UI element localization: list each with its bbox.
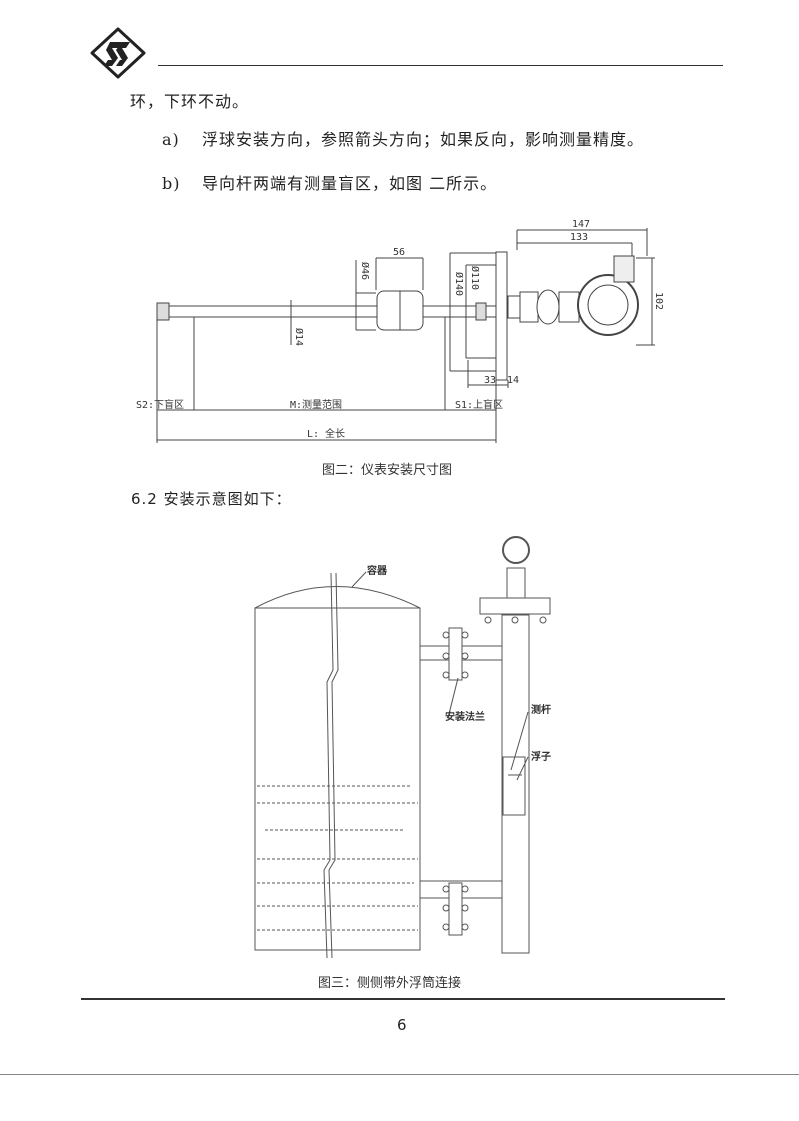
list-marker: b) bbox=[162, 174, 181, 193]
dim-133: 133 bbox=[570, 232, 588, 243]
flange bbox=[495, 251, 508, 381]
footer-rule bbox=[81, 998, 725, 1000]
dim-d140: Ø140 bbox=[453, 272, 465, 296]
dim-33: 33 bbox=[484, 375, 496, 386]
dim-d110: Ø110 bbox=[469, 266, 481, 290]
list-text: 导向杆两端有测量盲区，如图 二所示。 bbox=[202, 174, 498, 193]
installation-schematic: 容器 安装法兰 测杆 浮子 bbox=[254, 536, 551, 959]
company-logo bbox=[88, 26, 148, 80]
dim-102: 102 bbox=[653, 292, 664, 310]
upper-ring bbox=[475, 302, 487, 321]
guide-rod bbox=[161, 305, 497, 318]
label-measuring-rod: 测杆 bbox=[531, 703, 551, 716]
upper-flange bbox=[448, 627, 463, 681]
list-item-b: b) 导向杆两端有测量盲区，如图 二所示。 bbox=[162, 170, 497, 194]
dim-56: 56 bbox=[393, 247, 405, 258]
dim-147: 147 bbox=[572, 219, 590, 230]
list-marker: a) bbox=[162, 130, 180, 149]
label-float: 浮子 bbox=[531, 750, 551, 763]
figure3-caption: 图三：侧侧带外浮筒连接 bbox=[318, 976, 462, 991]
page-number: 6 bbox=[397, 1016, 407, 1034]
label-upper-blind-zone: S1:上盲区 bbox=[455, 398, 503, 411]
label-vessel: 容器 bbox=[366, 564, 388, 577]
list-item-a: a) 浮球安装方向，参照箭头方向；如果反向，影响测量精度。 bbox=[162, 126, 644, 150]
header-rule bbox=[158, 65, 723, 66]
dim-d46: Ø46 bbox=[359, 262, 371, 280]
transmitter-housing bbox=[577, 274, 639, 336]
end-ring bbox=[156, 302, 170, 321]
float bbox=[502, 756, 526, 816]
figure2-caption: 图二：仪表安装尺寸图 bbox=[322, 463, 453, 478]
dim-14: 14 bbox=[507, 375, 519, 386]
lower-flange bbox=[448, 882, 463, 936]
list-text: 浮球安装方向，参照箭头方向；如果反向，影响测量精度。 bbox=[202, 130, 645, 149]
section-heading: 6.2 安装示意图如下： bbox=[131, 490, 292, 508]
dim-d14: Ø14 bbox=[293, 328, 305, 346]
label-total-length: L: 全长 bbox=[307, 427, 345, 440]
vessel-dome bbox=[254, 586, 421, 609]
label-measuring-range: M:测量范围 bbox=[290, 398, 342, 411]
installation-dimension-drawing: 147 133 56 Ø46 Ø140 Ø110 Ø14 102 33 14 S… bbox=[136, 219, 664, 443]
label-mounting-flange: 安装法兰 bbox=[445, 710, 485, 723]
vessel bbox=[254, 607, 421, 951]
label-lower-blind-zone: S2:下盲区 bbox=[136, 398, 184, 411]
transmitter bbox=[502, 536, 530, 564]
continued-line: 环，下环不动。 bbox=[130, 92, 250, 111]
scan-edge-line bbox=[0, 1074, 799, 1075]
